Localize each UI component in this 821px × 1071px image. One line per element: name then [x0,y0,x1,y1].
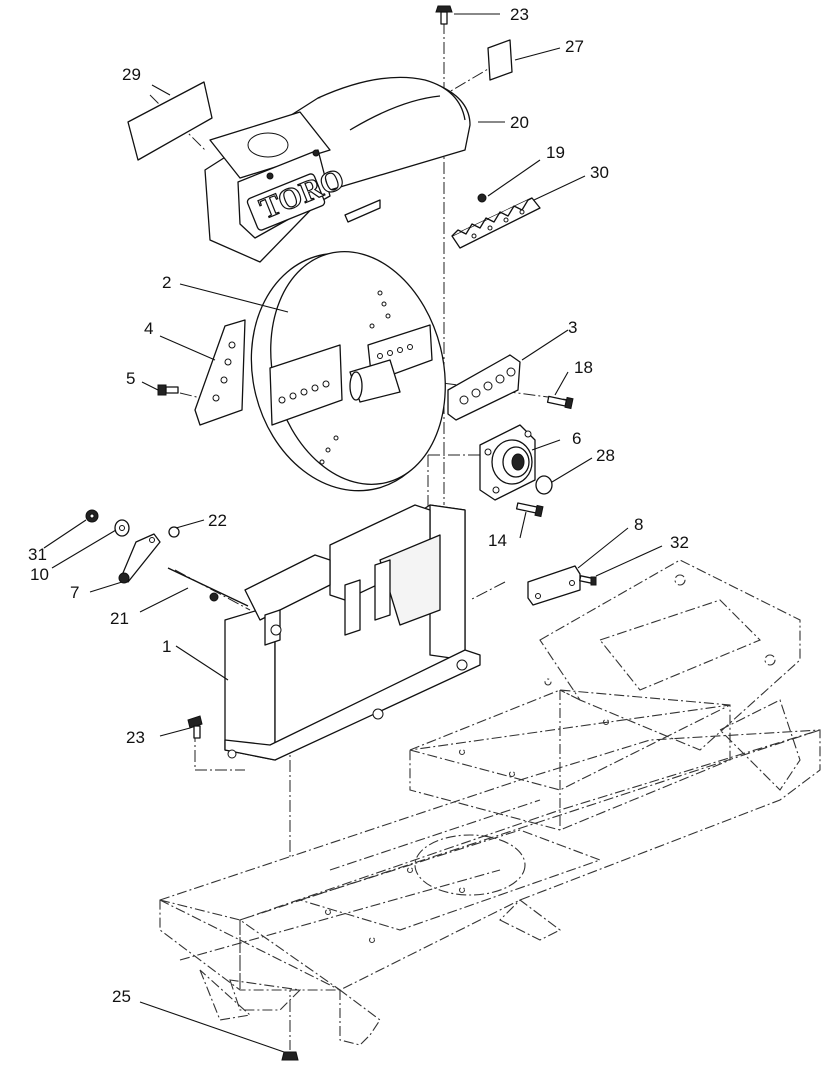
callout-27: 27 [565,37,584,56]
part-20-cover: TORO [204,76,471,263]
part-3-plate [447,354,521,421]
part-10-washer [114,519,130,537]
callout-19: 19 [546,143,565,162]
callout-6: 6 [572,429,581,448]
callout-23-bottom: 23 [126,728,145,747]
callout-30: 30 [590,163,609,182]
part-7-link [118,533,161,584]
part-28-cap [535,475,553,495]
callout-29: 29 [122,65,141,84]
callout-labels: 23 27 29 20 19 30 2 4 3 18 5 6 28 22 8 3… [28,5,689,1006]
part-4-bracket [194,319,246,426]
part-30-strip [451,197,541,249]
part-31-nut [85,509,99,523]
part-21-rod [167,567,249,607]
part-1-housing [224,504,481,761]
part-29-plate [127,81,213,161]
part-2-disc [250,251,446,492]
callout-22: 22 [208,511,227,530]
callout-14: 14 [488,531,507,550]
part-14-bolt [515,502,544,518]
callout-20: 20 [510,113,529,132]
callout-3: 3 [568,318,577,337]
callout-25: 25 [112,987,131,1006]
leader-lines [43,13,663,1053]
callout-8: 8 [634,515,643,534]
part-8-bracket [527,565,581,606]
callout-18: 18 [574,358,593,377]
part-27-plate [487,39,513,81]
part-25-bolt [281,1051,299,1061]
callout-32: 32 [670,533,689,552]
part-22-clip [168,526,180,538]
callout-31: 31 [28,545,47,564]
callout-7: 7 [70,583,79,602]
part-23-bolt-bottom [187,715,203,739]
part-32-screw [579,575,597,586]
callout-10: 10 [30,565,49,584]
callout-21: 21 [110,609,129,628]
traction-unit-frame [159,559,821,1046]
callout-28: 28 [596,446,615,465]
callout-5: 5 [126,369,135,388]
part-5-screw [157,384,179,396]
part-18-bolt [546,395,574,410]
callout-4: 4 [144,319,153,338]
part-19-screw [477,193,487,203]
part-6-bearing [479,424,536,501]
callout-2: 2 [162,273,171,292]
part-23-bolt-top [435,5,453,25]
callout-1: 1 [162,637,171,656]
callout-23-top: 23 [510,5,529,24]
